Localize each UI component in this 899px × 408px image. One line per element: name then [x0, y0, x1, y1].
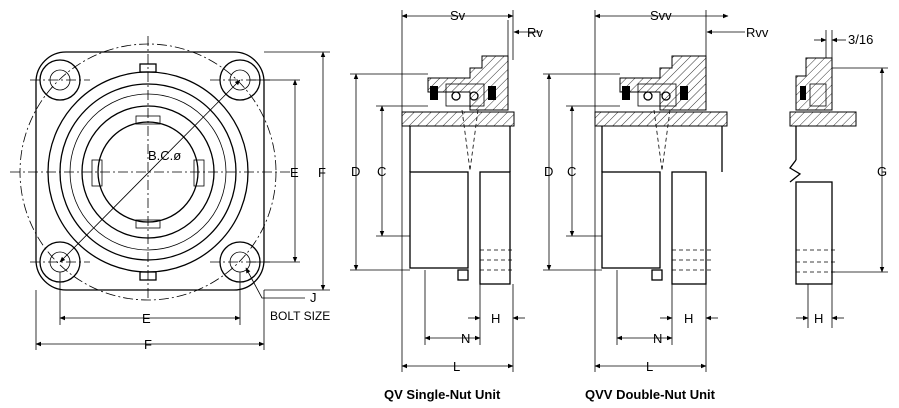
qv-l-label: L [453, 359, 460, 374]
rv-label: Rv [527, 25, 543, 40]
qv-d-label: D [351, 164, 360, 179]
bolt-size-label: BOLT SIZE [270, 309, 330, 323]
qvv-l-label: L [646, 359, 653, 374]
side-view: 3/16 G H [789, 30, 888, 328]
qv-h-label: H [491, 311, 500, 326]
qvv-caption: QVV Double-Nut Unit [585, 387, 716, 402]
qvv-n-label: N [653, 331, 662, 346]
qv-n-label: N [461, 331, 470, 346]
qv-c-label: C [377, 164, 386, 179]
qvv-h-label: H [684, 311, 693, 326]
qvv-section-view: Svv Rvv D C H N [543, 8, 769, 402]
j-label: J [310, 290, 317, 305]
qv-section-view: Sv Rv D C [350, 8, 543, 402]
qvv-c-label: C [567, 164, 576, 179]
rvv-label: Rvv [746, 25, 769, 40]
f-vertical-label: F [318, 165, 326, 180]
side-h-label: H [814, 311, 823, 326]
e-horizontal-label: E [142, 311, 151, 326]
qvv-d-label: D [544, 164, 553, 179]
g-label: G [877, 164, 887, 179]
f-horizontal-label: F [144, 337, 152, 352]
front-view: B.C.ø E F E F J BOLT SIZE [10, 36, 330, 352]
e-vertical-label: E [290, 165, 299, 180]
svv-label: Svv [650, 8, 672, 23]
flange-outline [35, 51, 265, 291]
sv-label: Sv [450, 8, 466, 23]
bc-label: B.C.ø [148, 148, 181, 163]
fraction-label: 3/16 [848, 32, 873, 47]
qv-caption: QV Single-Nut Unit [384, 387, 501, 402]
